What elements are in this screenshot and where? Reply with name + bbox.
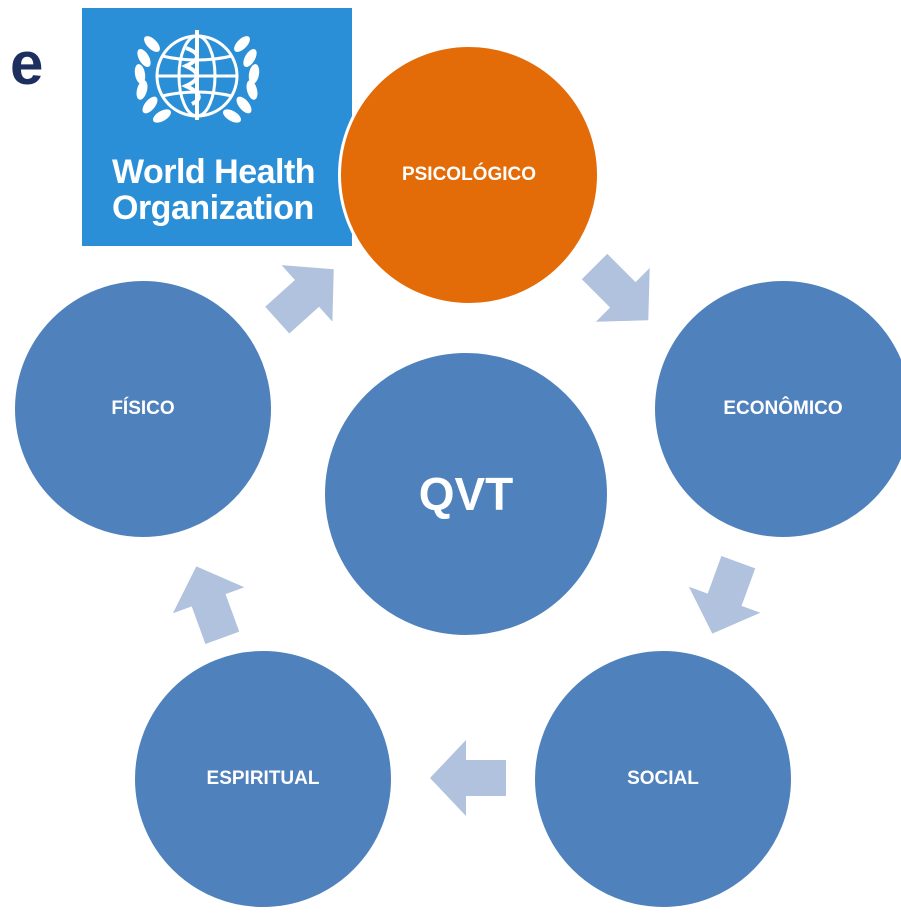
who-logo-line2: Organization bbox=[112, 189, 314, 227]
node-center-label: QVT bbox=[418, 468, 514, 520]
who-logo-text: World Health Organization bbox=[112, 153, 316, 227]
node-fisico: FÍSICO bbox=[12, 278, 274, 540]
arrow-fisico-to-psicologico bbox=[265, 265, 334, 334]
slide-title-fragment: e bbox=[10, 30, 44, 97]
who-logo: World Health Organization bbox=[82, 8, 352, 246]
arrow-espiritual-to-fisico bbox=[172, 566, 245, 644]
node-espiritual: ESPIRITUAL bbox=[132, 648, 394, 910]
arrow-economico-to-social bbox=[688, 556, 761, 634]
node-center-qvt: QVT bbox=[322, 350, 610, 638]
arrow-psicologico-to-economico bbox=[581, 253, 650, 322]
who-emblem-icon bbox=[134, 30, 260, 123]
node-social-label: SOCIAL bbox=[627, 768, 699, 789]
node-economico: ECONÔMICO bbox=[652, 278, 901, 540]
node-espiritual-label: ESPIRITUAL bbox=[206, 768, 320, 789]
who-logo-line1: World Health bbox=[112, 153, 316, 191]
node-psicologico: PSICOLÓGICO bbox=[338, 44, 600, 306]
node-fisico-label: FÍSICO bbox=[111, 398, 175, 419]
arrow-social-to-espiritual bbox=[430, 740, 506, 816]
node-economico-label: ECONÔMICO bbox=[723, 398, 843, 419]
node-social: SOCIAL bbox=[532, 648, 794, 910]
node-psicologico-label: PSICOLÓGICO bbox=[401, 164, 537, 185]
